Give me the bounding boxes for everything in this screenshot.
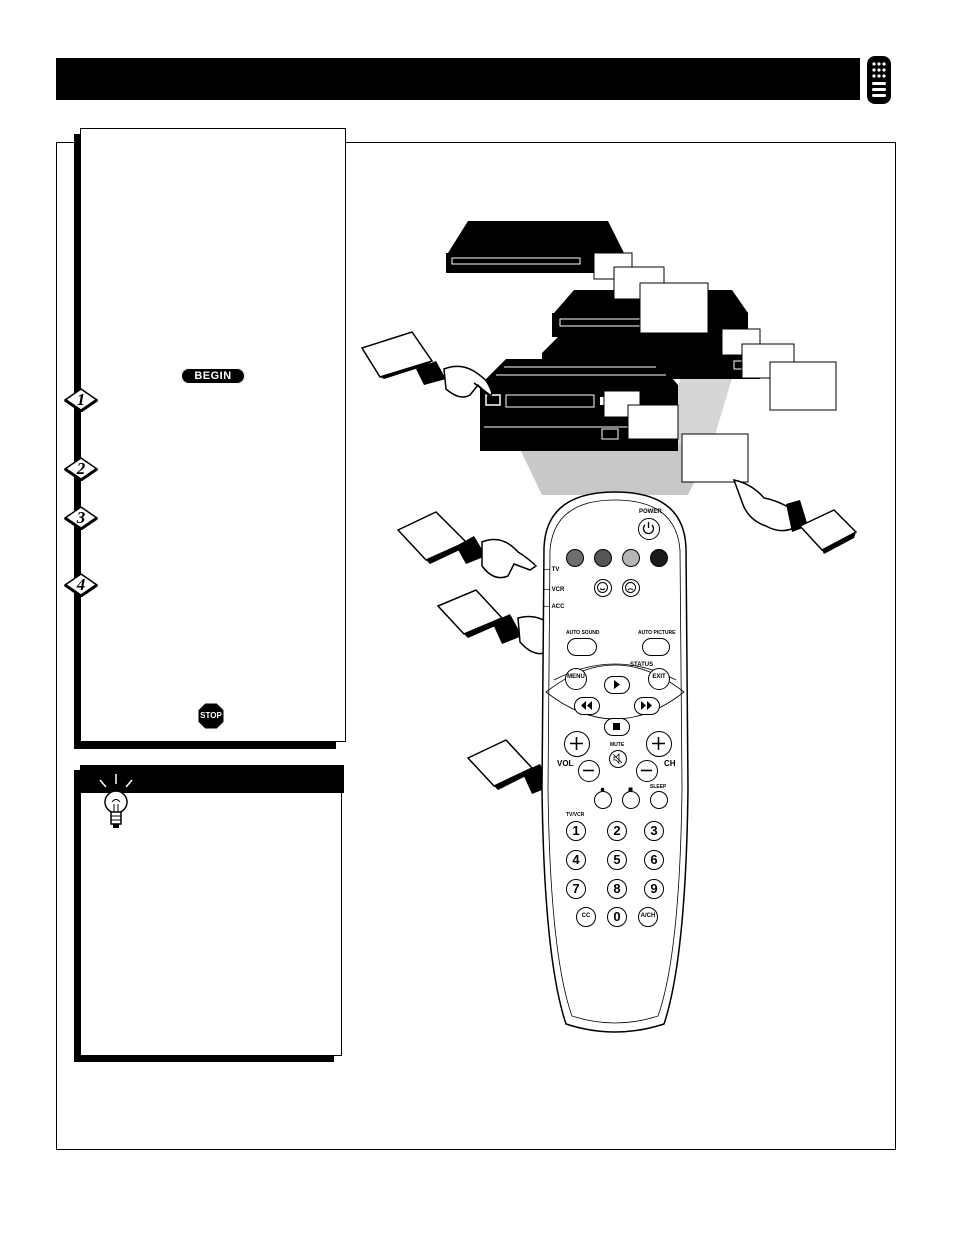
vol-label: VOL	[557, 759, 574, 768]
stop-record-button[interactable]	[622, 787, 640, 809]
auto-picture-label: AUTO PICTURE	[638, 630, 676, 636]
ach-button[interactable]: A/CH	[638, 907, 658, 927]
color-key-2[interactable]	[594, 549, 612, 567]
minus-icon	[641, 769, 652, 772]
rewind-icon	[581, 701, 592, 710]
stop-label: STOP	[200, 711, 222, 720]
stop-button[interactable]	[604, 718, 630, 736]
sleep-label: SLEEP	[650, 784, 667, 790]
step-4-marker: 4	[64, 573, 98, 597]
step-4-number: 4	[76, 575, 86, 594]
mode-acc-label[interactable]: — ACC	[544, 604, 565, 610]
vol-down-button[interactable]	[578, 760, 600, 782]
main-frame	[56, 142, 896, 1150]
step-3-marker: 3	[64, 506, 98, 530]
vcr-stack-illustration	[356, 215, 876, 515]
fast-forward-icon	[641, 701, 652, 710]
digit-7-button[interactable]: 7	[566, 879, 586, 899]
color-key-3[interactable]	[622, 549, 640, 567]
smiley-sad-icon	[625, 582, 636, 593]
mute-label: MUTE	[610, 742, 625, 748]
status-label: STATUS	[630, 662, 654, 668]
play-button[interactable]	[604, 676, 630, 694]
stop-square-icon	[613, 723, 620, 730]
hand-pointer-right	[728, 474, 860, 564]
auto-sound-label: AUTO SOUND	[566, 630, 600, 636]
digit-3-button[interactable]: 3	[644, 821, 664, 841]
smiley-sad-button[interactable]	[622, 579, 640, 597]
digit-0-button[interactable]: 0	[607, 907, 627, 927]
ch-label: CH	[664, 759, 676, 768]
begin-badge: BEGIN	[181, 368, 245, 384]
digit-9-button[interactable]: 9	[644, 879, 664, 899]
step-2-marker: 2	[64, 457, 98, 481]
exit-button[interactable]: EXIT	[648, 668, 670, 690]
instruction-panel	[80, 128, 346, 742]
digit-1-button[interactable]: 1	[566, 821, 586, 841]
ch-up-button[interactable]	[646, 731, 672, 757]
stop-small-icon	[628, 787, 633, 792]
step-2-number: 2	[76, 459, 86, 478]
tip-panel	[80, 765, 342, 1056]
smiley-happy-icon	[597, 582, 608, 593]
plus-icon	[652, 737, 665, 750]
fast-forward-button[interactable]	[634, 697, 660, 715]
color-key-4[interactable]	[650, 549, 668, 567]
header-bar	[56, 58, 860, 100]
hand-pointer-mode-switch	[396, 508, 544, 588]
hand-pointer-auto-sound	[436, 588, 580, 664]
step-3-number: 3	[76, 508, 86, 527]
power-label: POWER	[639, 509, 662, 515]
stop-sign-icon: STOP	[197, 702, 225, 730]
menu-button[interactable]: MENU	[565, 668, 587, 690]
remote-control-icon	[866, 55, 892, 105]
digit-8-button[interactable]: 8	[607, 879, 627, 899]
play-icon	[614, 680, 620, 689]
step-1-marker: 1	[64, 388, 98, 412]
ch-down-button[interactable]	[636, 760, 658, 782]
lightbulb-icon	[88, 770, 144, 836]
auto-sound-button[interactable]	[567, 638, 597, 656]
record-button[interactable]	[594, 787, 612, 809]
cc-button[interactable]: CC	[576, 907, 596, 927]
step-1-number: 1	[76, 390, 86, 409]
plus-icon	[570, 737, 583, 750]
mode-vcr-label[interactable]: — VCR	[544, 587, 565, 593]
tv-vcr-label: TV/VCR	[566, 812, 585, 818]
sleep-button[interactable]	[650, 791, 668, 809]
record-dot-icon	[600, 787, 605, 792]
minus-icon	[583, 769, 594, 772]
digit-4-button[interactable]: 4	[566, 850, 586, 870]
color-key-1[interactable]	[566, 549, 584, 567]
vol-up-button[interactable]	[564, 731, 590, 757]
mute-button[interactable]	[609, 750, 627, 768]
power-button[interactable]	[638, 518, 660, 540]
auto-picture-button[interactable]	[642, 638, 670, 656]
smiley-happy-button[interactable]	[594, 579, 612, 597]
mode-tv-label[interactable]: — TV	[544, 567, 560, 573]
mute-speaker-icon	[612, 753, 623, 764]
power-icon	[642, 522, 655, 535]
digit-6-button[interactable]: 6	[644, 850, 664, 870]
digit-2-button[interactable]: 2	[607, 821, 627, 841]
tip-header-bar	[80, 765, 344, 793]
rewind-button[interactable]	[574, 697, 600, 715]
digit-5-button[interactable]: 5	[607, 850, 627, 870]
